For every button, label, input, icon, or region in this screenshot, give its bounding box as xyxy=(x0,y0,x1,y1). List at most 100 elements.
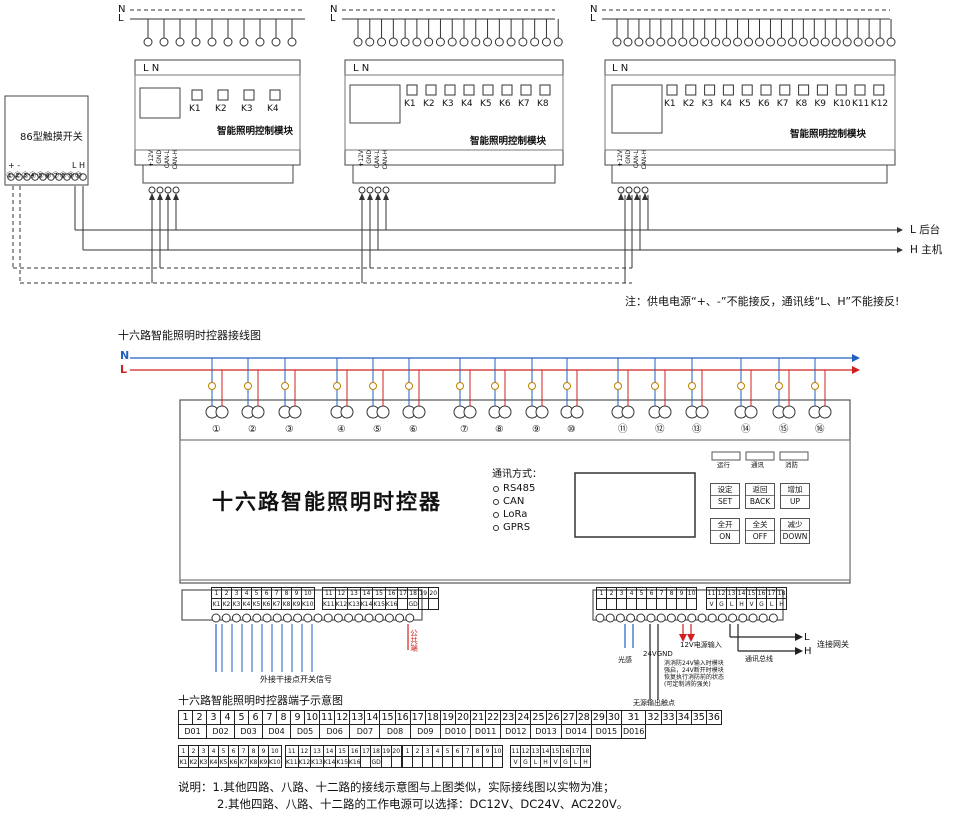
terminal-cell: 15 xyxy=(372,587,386,599)
bus-arrow xyxy=(642,193,648,200)
bus-terminal xyxy=(358,186,366,194)
bus-arrow xyxy=(626,193,632,200)
terminal-cell: 4 xyxy=(626,587,637,599)
relay-label: K5 xyxy=(480,99,492,109)
lamp-symbol xyxy=(563,382,571,390)
relay-led xyxy=(482,84,494,96)
terminal-cell: 3 xyxy=(616,587,627,599)
lamp-symbol xyxy=(811,382,819,390)
terminal-number: 24 xyxy=(515,710,532,725)
terminal-cell: L xyxy=(530,756,541,768)
h-label: H xyxy=(804,646,812,657)
terminal-cell: 14 xyxy=(359,587,374,599)
relay-label: K2 xyxy=(682,99,695,109)
l-label: L xyxy=(804,632,810,643)
status-led-label: 通讯 xyxy=(751,461,764,469)
screw-terminal xyxy=(623,37,633,47)
lamp-symbol xyxy=(281,382,289,390)
bus-terminal xyxy=(156,186,164,194)
lamp-symbol xyxy=(456,382,464,390)
relay-label: K4 xyxy=(720,99,733,109)
status-led-label: 运行 xyxy=(717,461,730,469)
terminal-cell: 12 xyxy=(297,745,312,757)
channel-terminal xyxy=(215,405,229,419)
terminal-cell xyxy=(686,598,697,610)
channel-number: ③ xyxy=(285,424,294,435)
ext-switch-label: 外接干接点开关信号 xyxy=(260,675,332,684)
switch-terminal xyxy=(39,173,47,181)
terminal-cell: 18 xyxy=(407,587,419,599)
channel-number: ⑥ xyxy=(409,424,418,435)
terminal-cell: 12 xyxy=(716,587,727,599)
terminal-cell: 7 xyxy=(462,745,473,757)
screw-terminal xyxy=(435,37,445,47)
status-led xyxy=(745,451,775,461)
screw-terminal xyxy=(262,613,272,623)
channel-terminal xyxy=(818,405,832,419)
screw-terminal xyxy=(748,613,758,623)
channel-number: ⑩ xyxy=(567,424,576,435)
terminal-cell: 11 xyxy=(510,745,521,757)
bus-terminal xyxy=(164,186,172,194)
screw-terminal xyxy=(842,37,852,47)
terminal-number: 13 xyxy=(349,710,366,725)
comm-bus-label: 通讯总线 xyxy=(745,655,773,663)
screw-terminal xyxy=(353,37,363,47)
terminal-cell: K15 xyxy=(335,756,349,768)
terminal-number: 10 xyxy=(303,710,321,725)
terminal-cell xyxy=(390,756,402,768)
terminal-cell: K11 xyxy=(322,598,336,610)
button-label-cn: 设定 xyxy=(717,485,733,494)
screw-terminal xyxy=(333,613,343,623)
channel-terminal xyxy=(463,405,477,419)
button-label-cn: 增加 xyxy=(787,485,803,494)
screw-terminal xyxy=(765,37,775,47)
relay-label: K9 xyxy=(814,99,827,109)
terminal-cell: K9 xyxy=(258,756,269,768)
relay-label: K8 xyxy=(795,99,808,109)
channel-number: ⑤ xyxy=(373,424,382,435)
button-label-en: DOWN xyxy=(781,530,809,541)
screw-terminal xyxy=(252,613,262,623)
terminal-cell: K6 xyxy=(228,756,239,768)
button-label-en: SET xyxy=(711,495,739,507)
terminal-output: D015 xyxy=(590,724,622,739)
terminal-output: D02 xyxy=(206,724,235,739)
bus-terminal-label: CAN-H xyxy=(172,150,179,170)
terminal-number: 9 xyxy=(290,710,305,725)
line-label-l: L 后台 xyxy=(910,224,941,236)
switch86-lh: L H xyxy=(72,161,86,170)
screw-terminal xyxy=(595,613,605,623)
terminal-cell: GD xyxy=(370,756,382,768)
bus-arrow xyxy=(383,193,389,200)
terminal-cell: H xyxy=(540,756,551,768)
channel-terminal xyxy=(782,405,796,419)
screw-terminal xyxy=(768,613,778,623)
bus-arrow xyxy=(367,193,373,200)
button-label-en: UP xyxy=(781,495,809,507)
relay-led xyxy=(722,84,734,96)
screw-terminal xyxy=(634,37,644,47)
screw-terminal xyxy=(459,37,469,47)
terminal-number: 34 xyxy=(675,710,692,725)
terminal-cell: K2 xyxy=(188,756,199,768)
bus-arrow xyxy=(375,193,381,200)
bus-terminal-label: GND xyxy=(366,150,373,164)
terminal-cell: K10 xyxy=(268,756,282,768)
module1-title: 智能照明控制模块 xyxy=(217,126,294,137)
terminal-cell: L xyxy=(726,598,737,610)
terminal-cell xyxy=(596,598,607,610)
screw-terminal xyxy=(678,37,688,47)
terminal-number: 6 xyxy=(248,710,263,725)
relay-led xyxy=(463,84,475,96)
terminal-number: 11 xyxy=(319,710,336,725)
